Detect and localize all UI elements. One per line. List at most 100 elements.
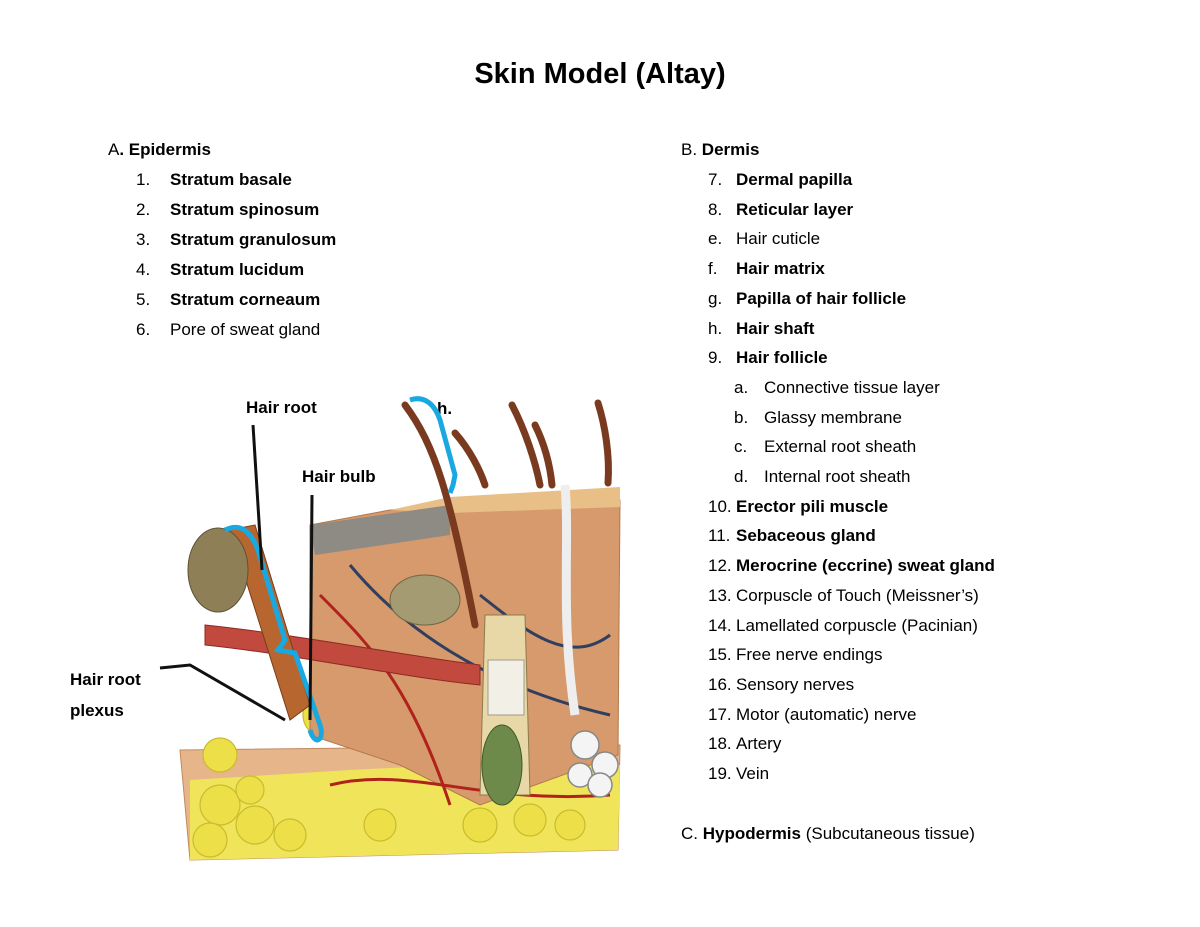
list-item-number: b.: [734, 407, 749, 427]
list-item-text: Vein: [736, 764, 770, 783]
label-hair-root-plexus-2: plexus: [70, 701, 124, 720]
list-item-text: Internal root sheath: [764, 467, 911, 486]
list-item-text: Stratum corneaum: [170, 290, 321, 309]
list-item: 5. Stratum corneaum: [136, 290, 320, 310]
list-item: 18.Artery: [708, 734, 781, 754]
list-item-text: Glassy membrane: [764, 407, 902, 427]
list-item: 10.Erector pili muscle: [708, 497, 888, 517]
list-item: b. Glassy membrane: [734, 408, 902, 428]
list-item-text: Reticular layer: [736, 199, 854, 219]
list-item-number: 10.: [708, 496, 732, 516]
list-item-number: h.: [708, 318, 723, 338]
list-item: 2. Stratum spinosum: [136, 200, 319, 220]
list-item: 1.Stratum basale: [136, 170, 292, 190]
list-item-number: g.: [708, 288, 723, 308]
list-item: 16.Sensory nerves: [708, 675, 854, 695]
section-c-suffix: (Subcutaneous tissue): [800, 824, 975, 843]
list-item-text: Free nerve endings: [736, 645, 883, 665]
sweat-gland-coil: [567, 730, 619, 798]
label-hair-root-plexus-1: Hair root: [70, 670, 141, 689]
list-item-text: Artery: [736, 734, 782, 754]
hair-root-follicle: [187, 524, 311, 721]
list-item-text: Hair matrix: [736, 259, 825, 279]
list-item: 17.Motor (automatic) nerve: [708, 705, 916, 725]
page-title: Skin Model (Altay): [474, 58, 726, 90]
list-item-number: 13.: [708, 585, 732, 605]
list-item-text: Lamellated corpuscle (Pacinian): [736, 615, 978, 635]
list-item-text: Stratum lucidum: [170, 260, 305, 279]
list-item-number: c.: [734, 437, 748, 457]
list-item-number: 16.: [708, 674, 732, 694]
list-item: 14.Lamellated corpuscle (Pacinian): [708, 616, 978, 636]
list-item-number: 7.: [708, 170, 723, 189]
list-item: 8. Reticular layer: [708, 200, 853, 220]
list-item-text: Hair cuticle: [736, 229, 821, 249]
list-item-text: Corpuscle of Touch (Meissner’s): [736, 585, 979, 605]
sweat-gland-duct: [560, 484, 580, 716]
sebaceous-gland: [389, 574, 461, 626]
list-item-number: 19.: [708, 764, 732, 783]
list-item-number: f.: [708, 259, 718, 279]
list-item-number: 18.: [708, 734, 732, 754]
section-b-letter: B.: [681, 140, 702, 159]
list-item-number: 1.: [136, 170, 151, 189]
leader-lines: [159, 424, 314, 722]
list-item: a. Connective tissue layer: [734, 378, 940, 398]
blood-vessels: [318, 564, 611, 806]
list-item-text: Stratum granulosum: [170, 230, 337, 249]
section-b-heading: B. Dermis: [681, 140, 759, 160]
list-item-text: Sensory nerves: [736, 674, 855, 694]
label-hair-bulb: Hair bulb: [302, 467, 376, 486]
list-item: c. External root sheath: [734, 437, 916, 457]
skin-model-figure: [159, 396, 621, 861]
list-item: 13.Corpuscle of Touch (Meissner’s): [708, 586, 979, 606]
section-a-heading: A. Epidermis: [108, 140, 211, 160]
list-item: 11.Sebaceous gland: [708, 526, 876, 546]
list-item-text: Hair shaft: [736, 318, 815, 338]
list-item: 12.Merocrine (eccrine) sweat gland: [708, 556, 995, 576]
list-item-text: Papilla of hair follicle: [736, 288, 907, 308]
list-item-number: 9.: [708, 348, 723, 368]
central-hair-follicle: [479, 614, 531, 806]
section-c-heading: C. Hypodermis (Subcutaneous tissue): [681, 824, 975, 844]
list-item-text: Hair follicle: [736, 348, 828, 368]
list-item-number: e.: [708, 229, 723, 249]
hair-shafts: [401, 399, 612, 629]
section-c-letter: C.: [681, 824, 703, 843]
list-item: 6. Pore of sweat gland: [136, 320, 320, 340]
list-item-number: 2.: [136, 200, 151, 219]
list-item: 15.Free nerve endings: [708, 645, 882, 665]
list-item-number: 4.: [136, 260, 151, 279]
list-item-text: Dermal papilla: [736, 170, 853, 189]
list-item-number: d.: [734, 467, 749, 486]
list-item-number: 17.: [708, 704, 732, 724]
list-item-number: 6.: [136, 320, 151, 339]
list-item-number: 15.: [708, 645, 732, 665]
list-item: 9. Hair follicle: [708, 348, 828, 368]
list-item-text: Merocrine (eccrine) sweat gland: [736, 556, 995, 576]
section-a-letter: A: [108, 140, 120, 159]
list-item-text: Pore of sweat gland: [170, 320, 321, 339]
list-item-number: 14.: [708, 615, 732, 635]
list-item-number: 3.: [136, 230, 151, 249]
list-item-number: 5.: [136, 290, 151, 309]
label-h: h.: [437, 399, 453, 418]
list-item-text: Stratum spinosum: [170, 200, 320, 219]
annotation-brackets: [223, 396, 458, 743]
list-item: d. Internal root sheath: [734, 467, 910, 487]
list-item-number: 11.: [708, 526, 731, 546]
list-item: e. Hair cuticle: [708, 229, 820, 249]
list-item: f. Hair matrix: [708, 259, 825, 279]
list-item-number: a.: [734, 377, 749, 397]
list-item-number: 8.: [708, 199, 723, 219]
list-item: 7. Dermal papilla: [708, 170, 852, 190]
list-item-text: Sebaceous gland: [736, 526, 876, 546]
list-item-text: Erector pili muscle: [736, 496, 889, 516]
list-item: h. Hair shaft: [708, 319, 814, 339]
section-c-title: Hypodermis: [702, 824, 801, 843]
list-item-number: 12.: [708, 556, 732, 576]
list-item-text: Connective tissue layer: [764, 377, 940, 397]
label-hair-root: Hair root: [246, 398, 317, 417]
section-a-title: . Epidermis: [119, 140, 211, 159]
list-item-text: External root sheath: [764, 437, 917, 457]
